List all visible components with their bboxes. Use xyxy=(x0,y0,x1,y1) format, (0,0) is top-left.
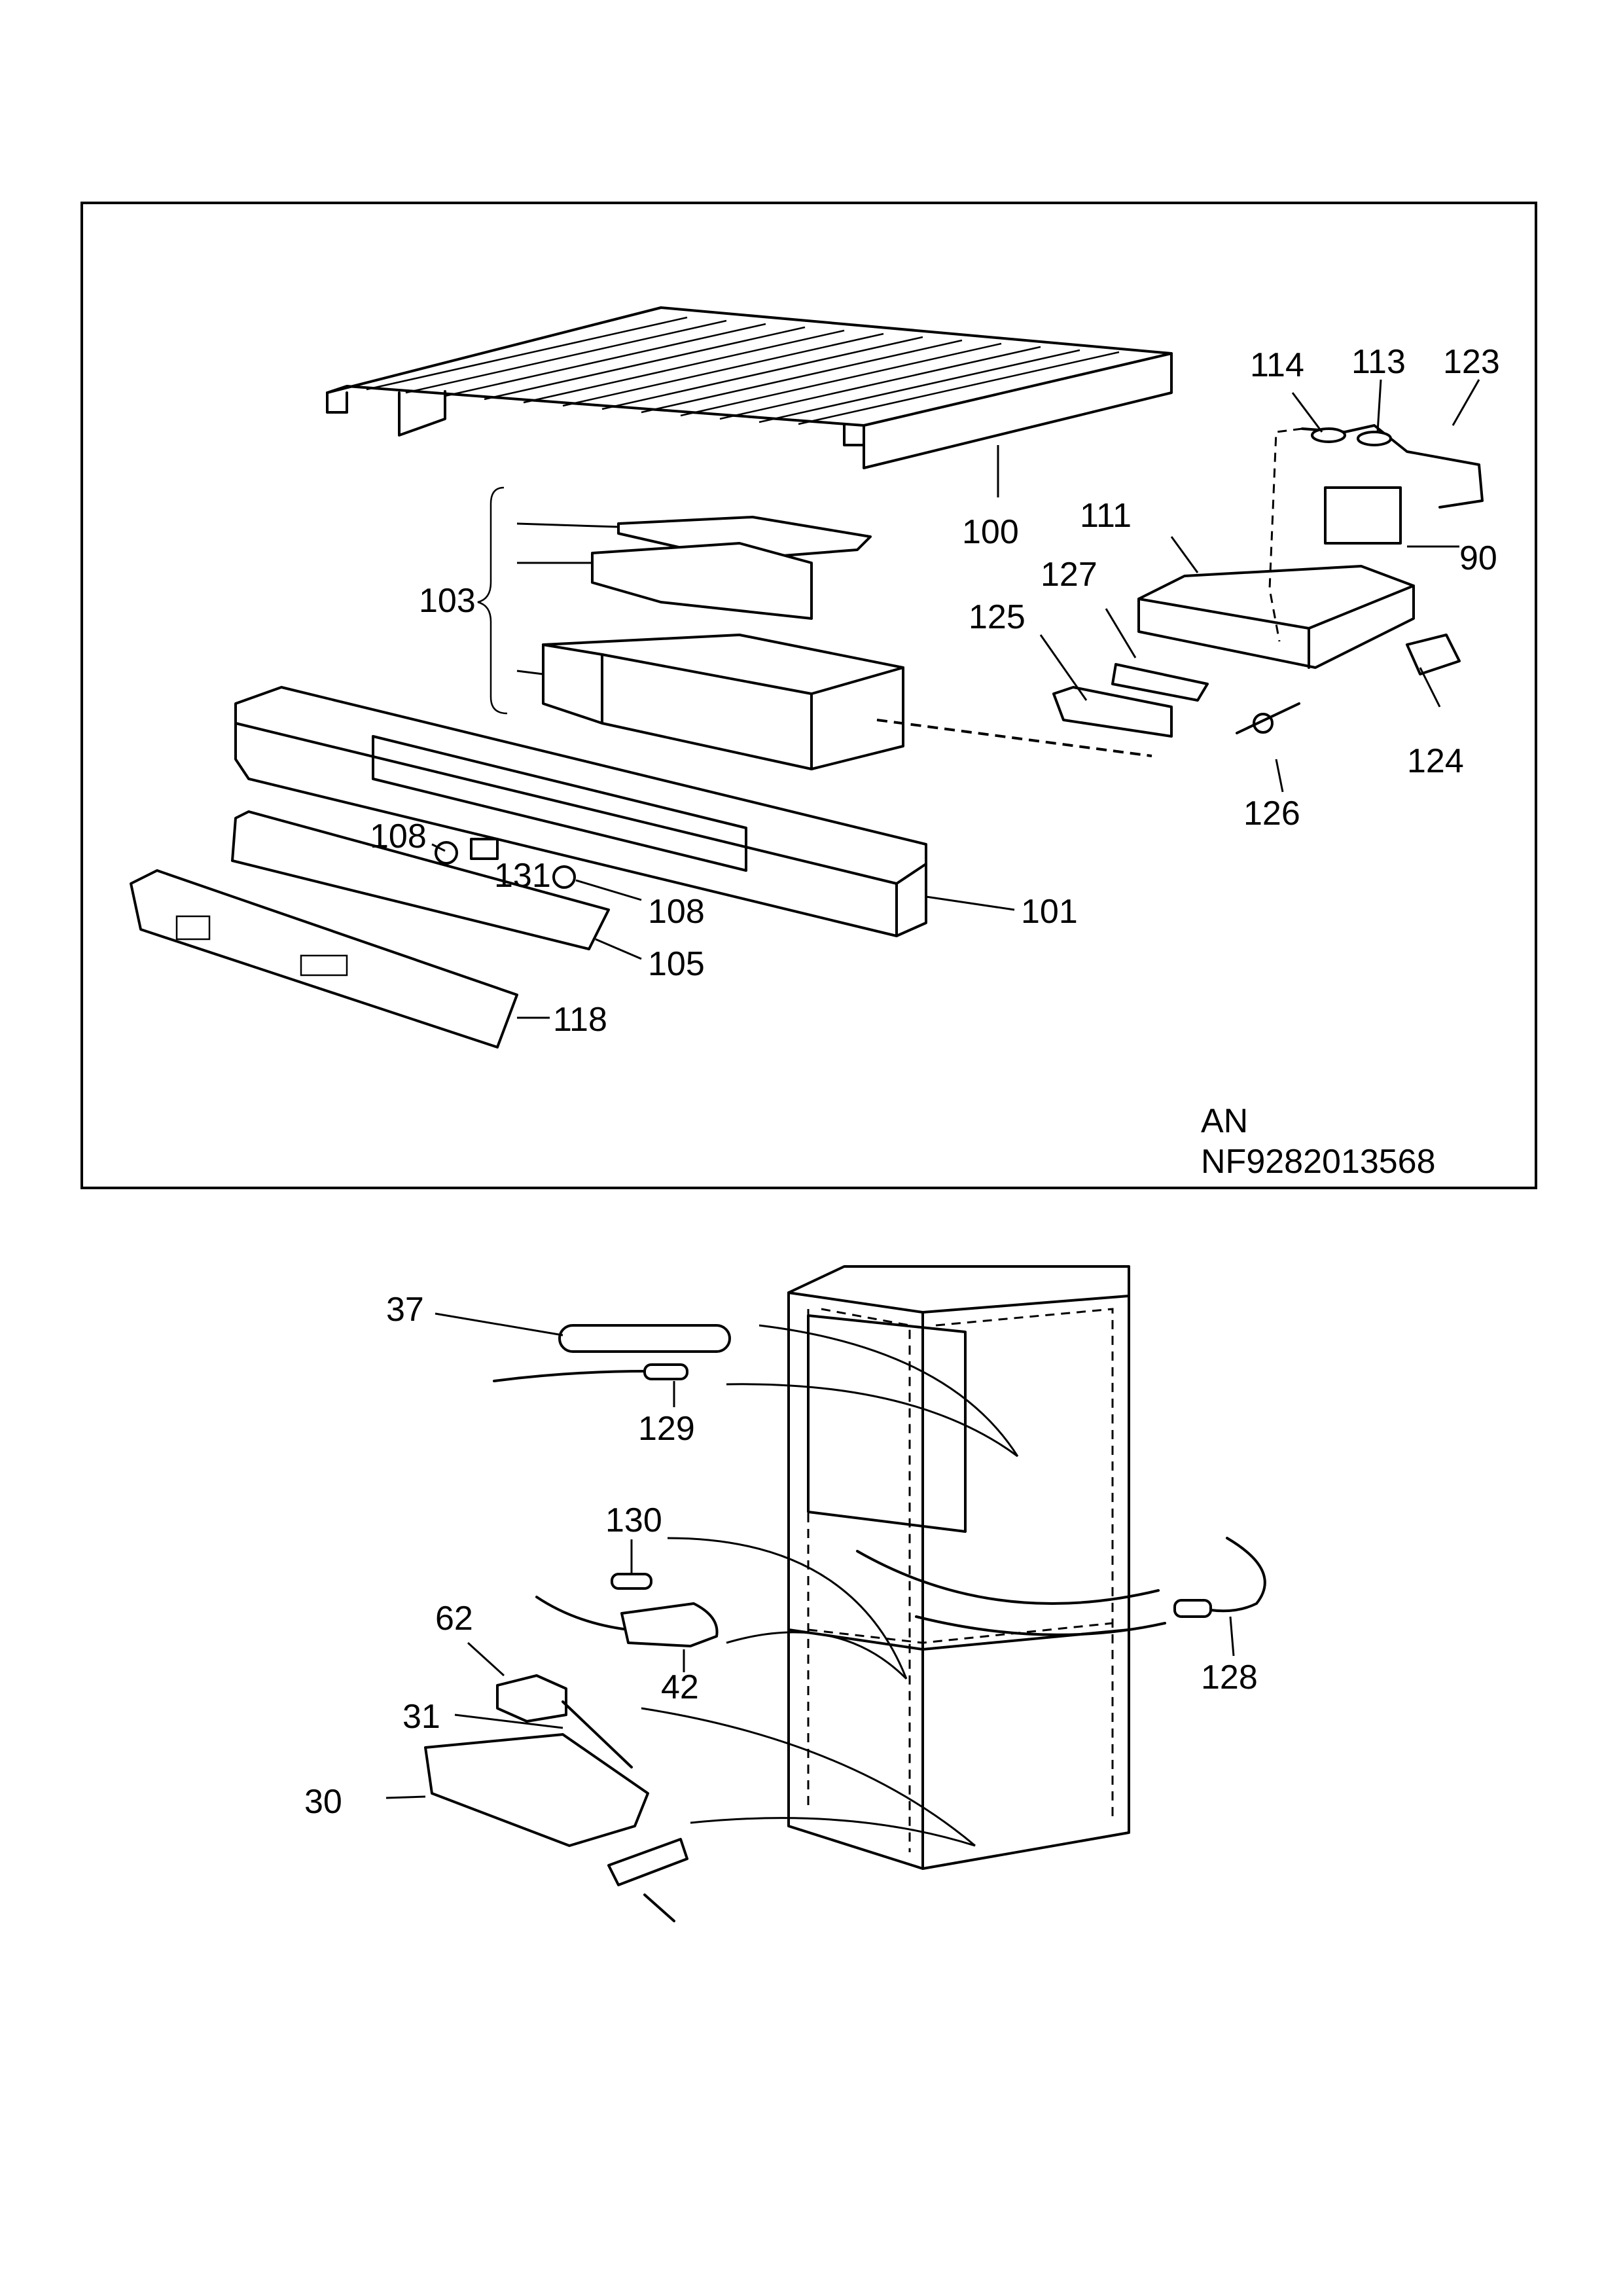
upper-panel-frame xyxy=(80,202,1537,1189)
probe-129-cable xyxy=(493,1370,649,1382)
callout-37: 37 xyxy=(386,1291,424,1329)
callout-90: 90 xyxy=(1459,539,1497,577)
callout-101: 101 xyxy=(1021,893,1078,931)
probe-129 xyxy=(643,1363,688,1380)
sensor-128-cable xyxy=(1209,1537,1266,1613)
refrigerator-cabinet xyxy=(787,1265,1130,1870)
callout-125: 125 xyxy=(969,598,1026,636)
callout-42: 42 xyxy=(661,1668,699,1706)
block-62 xyxy=(496,1674,567,1723)
upper-leader-lines xyxy=(431,379,1480,1019)
sensor-128-probe xyxy=(1173,1599,1212,1618)
callout-30: 30 xyxy=(304,1783,342,1821)
connection-dashed-line xyxy=(876,719,1152,757)
lower-leader-lines xyxy=(385,1312,1235,1799)
callout-114: 114 xyxy=(1250,346,1304,384)
top-cover-part xyxy=(326,306,1173,469)
knob-left-part xyxy=(435,841,458,865)
callout-31: 31 xyxy=(402,1698,440,1736)
callout-62: 62 xyxy=(435,1600,473,1638)
lamp-housing-assembly xyxy=(1052,565,1461,738)
tray-30 xyxy=(424,1733,649,1847)
callout-129: 129 xyxy=(638,1410,695,1448)
plate-bracket xyxy=(607,1838,688,1886)
rod-31 xyxy=(562,1700,633,1768)
control-housing-assembly xyxy=(477,486,904,770)
control-panel-housing xyxy=(234,686,927,937)
callout-108-left: 108 xyxy=(370,817,427,855)
lamp-cover-37 xyxy=(558,1324,731,1353)
front-cover-part xyxy=(130,869,518,1049)
callout-100: 100 xyxy=(962,513,1019,551)
callout-105: 105 xyxy=(648,945,705,983)
drawing-code-line1: AN xyxy=(1201,1102,1248,1140)
callout-123: 123 xyxy=(1443,343,1500,381)
lower-arrow-lines xyxy=(641,1324,1019,1847)
callout-111: 111 xyxy=(1080,497,1132,535)
sensor-cable-arc-lower xyxy=(915,1615,1166,1636)
callout-113: 113 xyxy=(1351,343,1406,381)
thermostat-42-cable xyxy=(535,1596,630,1631)
callout-108-right: 108 xyxy=(648,893,705,931)
lamp-socket-wiring xyxy=(1268,424,1484,642)
callout-126: 126 xyxy=(1243,795,1300,833)
drawing-code-line2: NF9282013568 xyxy=(1201,1143,1436,1181)
probe-130 xyxy=(611,1573,652,1590)
fascia-strip-part xyxy=(231,810,610,950)
screw-part xyxy=(643,1893,675,1922)
thermostat-42 xyxy=(620,1602,719,1647)
callout-124: 124 xyxy=(1407,742,1464,780)
callout-131: 131 xyxy=(494,857,551,895)
callout-118: 118 xyxy=(553,1001,607,1039)
callout-103: 103 xyxy=(419,582,476,620)
callout-130: 130 xyxy=(605,1501,662,1539)
knob-center-part xyxy=(470,838,499,860)
callout-128: 128 xyxy=(1201,1659,1258,1696)
callout-127: 127 xyxy=(1041,556,1097,594)
knob-right-part xyxy=(552,865,576,889)
sensor-cable-arc xyxy=(856,1550,1160,1605)
